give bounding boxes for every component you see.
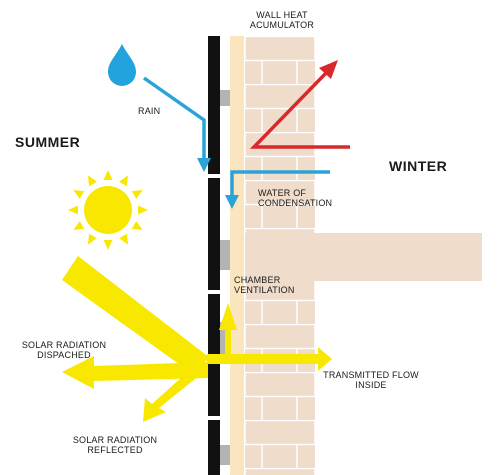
cladding-panel (208, 36, 220, 174)
heat-arrow-head (319, 60, 338, 79)
rain-label: RAIN (138, 106, 161, 116)
solar-radiation-reflected-label: SOLAR RADIATION REFLECTED (72, 435, 158, 455)
heat-arrow-line (249, 69, 350, 149)
bracket (220, 240, 230, 270)
cladding-panels (208, 36, 220, 475)
bracket (220, 90, 230, 106)
solar-radiation-dispatched-label: SOLAR RADIATION DISPACHED (21, 340, 107, 360)
cladding-panel (208, 420, 220, 475)
reflected-solar-arrow (143, 358, 203, 422)
incoming-solar-beam (62, 256, 210, 372)
solar-radiation-arrows (62, 256, 332, 422)
ventilation-arrow (219, 303, 237, 360)
water-of-condensation-label: WATER OF CONDENSATION (258, 188, 333, 208)
rain-arrow (142, 76, 211, 172)
winter-label: WINTER (389, 158, 448, 174)
condensation-arrow-head (225, 195, 239, 209)
transmitted-flow-arrow (207, 347, 332, 371)
transmitted-flow-inside-label: TRANSMITTED FLOW INSIDE (323, 370, 419, 390)
insulation-layer (230, 36, 244, 475)
sun-ray (119, 175, 128, 187)
sun-ray (73, 190, 85, 199)
sun-ray (73, 221, 85, 230)
cladding-panel (208, 178, 220, 290)
sun-ray (88, 175, 97, 187)
dispatched-solar-arrow (62, 356, 208, 389)
sun-ray (138, 205, 148, 215)
sun-ray (131, 190, 143, 199)
sun-ray (131, 221, 143, 230)
rain-arrow-line (142, 76, 206, 160)
condensation-arrow (225, 170, 330, 209)
floor-slab (245, 233, 482, 281)
sun-ray (68, 205, 78, 215)
sun-rays (68, 170, 148, 250)
anchoring-brackets (220, 90, 230, 465)
sun-ray (88, 233, 97, 245)
condensation-arrow-line (230, 170, 330, 196)
bracket (220, 445, 230, 465)
sun-ray (119, 233, 128, 245)
sun-ray (103, 170, 113, 180)
summer-label: SUMMER (15, 134, 81, 150)
wall-heat-accumulator-label: WALL HEAT ACUMULATOR (249, 10, 315, 30)
rain-arrow-head (197, 158, 211, 172)
sun-ray (103, 240, 113, 250)
sun-icon (68, 170, 148, 250)
sun-disc (84, 186, 132, 234)
heat-flow-arrow (249, 60, 350, 149)
water-drop-icon (108, 44, 136, 86)
chamber-ventilation-label: CHAMBER VENTILATION (234, 275, 295, 295)
